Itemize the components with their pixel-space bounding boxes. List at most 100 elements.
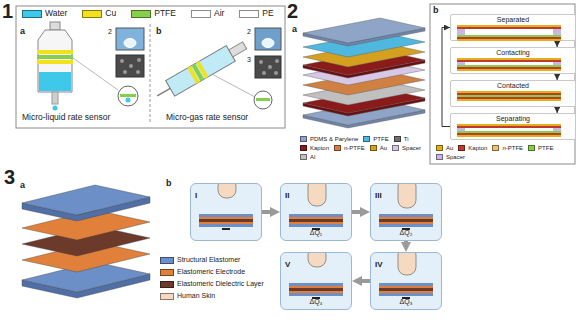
inset-photos (136, 70, 140, 74)
legend-item: Kapton (458, 145, 487, 152)
inset-photos (255, 28, 281, 50)
callout-label: 2 (108, 28, 112, 36)
inset-photos (137, 58, 141, 62)
drip-bottle (50, 22, 60, 30)
structural-layer (379, 214, 433, 217)
legend-item: PTFE (528, 145, 553, 152)
drip-bottle (53, 106, 58, 111)
inset-photos (262, 39, 274, 48)
inset-photos (118, 86, 138, 106)
legend-text: Spacer (402, 145, 421, 152)
panel-number: 2 (287, 0, 298, 23)
callout-label: a (292, 24, 297, 34)
electrode-layer (379, 291, 433, 293)
flow-arrow (404, 241, 408, 246)
electrode-layer (379, 217, 433, 219)
callout-label: a (20, 26, 25, 36)
inset-photos (262, 71, 266, 75)
legend-item: Elastomeric Electrode (160, 268, 245, 276)
legend-swatch (131, 10, 151, 18)
node-label: V (281, 258, 290, 270)
stage-box: Separating (450, 113, 576, 140)
teng-stack (303, 18, 425, 43)
legend-item: Au (436, 145, 453, 152)
inset-photos (123, 70, 127, 74)
syringe (166, 46, 236, 97)
panel-number: 1 (2, 0, 13, 23)
node-label: Contacting (451, 48, 575, 57)
structural-layer (289, 224, 343, 227)
inset-photos (208, 72, 255, 97)
charge-label: ΔQ₄ (310, 298, 323, 306)
legend-item: Cu (82, 9, 116, 19)
charge-label: ΔQ₂ (400, 229, 413, 237)
electrode-layer (289, 217, 343, 219)
legend-swatch (191, 10, 211, 18)
drip-bottle (37, 55, 73, 59)
legend-item: PTFE (131, 9, 176, 19)
legend-text: n-PTFE (502, 145, 523, 152)
legend-text: PDMS & Parylene (310, 136, 358, 143)
legend-swatch (22, 10, 42, 18)
finger (308, 253, 326, 267)
inset-photos (275, 59, 279, 63)
dielectric-layer (289, 219, 343, 222)
drip-bottle (38, 30, 72, 92)
legend-item: PTFE (363, 136, 388, 143)
legend-text: Kapton (310, 145, 329, 152)
structural-layer (289, 293, 343, 296)
exploded-sensor (22, 185, 150, 298)
legend-item: Air (191, 9, 224, 19)
legend-text: PTFE (154, 9, 176, 19)
structural-layer (289, 214, 343, 217)
legend-text: PTFE (373, 136, 388, 143)
legend-text: n-PTFE (344, 145, 365, 152)
finger (398, 184, 416, 208)
legend-text: Al (310, 154, 315, 161)
legend-swatch (458, 145, 465, 151)
flow-arrow (358, 279, 370, 283)
stage-box: Separated (450, 14, 576, 41)
syringe (196, 61, 208, 79)
legend-item: Au (370, 145, 387, 152)
node-label: Separating (451, 114, 575, 123)
legend-item: PE (239, 9, 273, 19)
drip-bottle (52, 92, 58, 104)
legend-item: n-PTFE (334, 145, 365, 152)
callout-label: Micro-liquid rate sensor (22, 113, 110, 123)
panel-number: 3 (4, 166, 15, 189)
inset-photos (259, 60, 263, 64)
layer (457, 69, 561, 71)
inset-photos (116, 28, 144, 50)
electrode-layer (379, 222, 433, 224)
legend-swatch (392, 145, 399, 151)
callout-label: b (156, 26, 162, 36)
inset-photos (120, 59, 124, 63)
state-panel: I (190, 183, 262, 241)
legend-text: Au (446, 145, 453, 152)
electrode-layer (379, 286, 433, 288)
syringe (153, 38, 249, 104)
layer (457, 126, 561, 128)
legend-swatch (370, 145, 377, 151)
callout-label: 2 (247, 28, 251, 36)
flow-arrow (262, 210, 274, 214)
legend-text: Air (214, 9, 224, 19)
callout-label: b (433, 5, 439, 15)
legend-swatch (160, 269, 174, 276)
electrode-layer (289, 291, 343, 293)
legend-item: Water (22, 9, 67, 19)
inset-photos (124, 39, 136, 48)
legend-swatch (160, 293, 174, 300)
legend-swatch (82, 10, 102, 18)
dielectric-layer (379, 219, 433, 222)
legend-text: PE (262, 9, 273, 19)
layer (457, 27, 561, 29)
drip-bottle (37, 50, 73, 54)
charge-label: ΔQ₃ (400, 298, 413, 306)
legend-item: Elastomeric Dielectric Layer (160, 280, 264, 288)
electrode-layer (199, 222, 253, 224)
structural-layer (199, 224, 253, 227)
legend-item: n-PTFE (492, 145, 523, 152)
